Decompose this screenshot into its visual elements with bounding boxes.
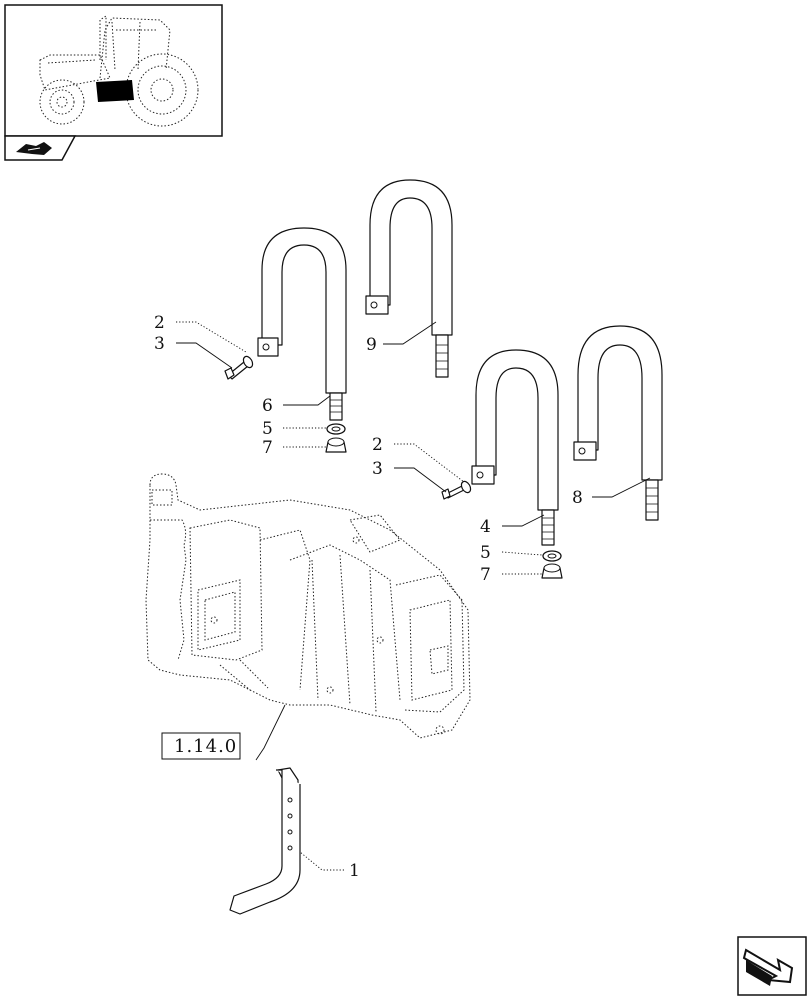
nut-7-right (541, 563, 563, 579)
washer-5-left (326, 423, 346, 435)
u-bolt-6 (257, 227, 347, 421)
callout-7-right: 7 (480, 565, 491, 585)
callout-8: 8 (572, 488, 583, 508)
callout-7-left: 7 (262, 438, 273, 458)
section-book-icon[interactable] (4, 135, 77, 161)
u-bolt-4 (471, 349, 559, 546)
cross-reference-label: 1.14.0 (174, 736, 237, 757)
callout-4: 4 (480, 517, 491, 537)
callout-3-left: 3 (154, 334, 165, 354)
callout-5-right: 5 (480, 543, 491, 563)
callout-3-right: 3 (372, 459, 383, 479)
callout-2-right: 2 (372, 435, 383, 455)
callout-1: 1 (349, 861, 360, 881)
callout-6: 6 (262, 396, 273, 416)
u-bolt-9 (365, 179, 453, 378)
u-bolt-8 (573, 325, 663, 521)
callout-2-left: 2 (154, 313, 165, 333)
fuel-tank-outline (145, 473, 471, 739)
next-page-arrow-icon[interactable] (737, 936, 807, 996)
bracket-1 (229, 767, 301, 915)
callout-5-left: 5 (262, 419, 273, 439)
leader-lines (176, 321, 651, 871)
washer-5-right (542, 550, 562, 562)
bolt-3-right (441, 480, 472, 500)
nut-7-left (325, 437, 347, 453)
bolt-3-left (224, 355, 254, 380)
cross-reference[interactable]: 1.14.0 (161, 732, 241, 760)
tractor-thumbnail-icon (4, 4, 223, 137)
callout-9: 9 (366, 335, 377, 355)
